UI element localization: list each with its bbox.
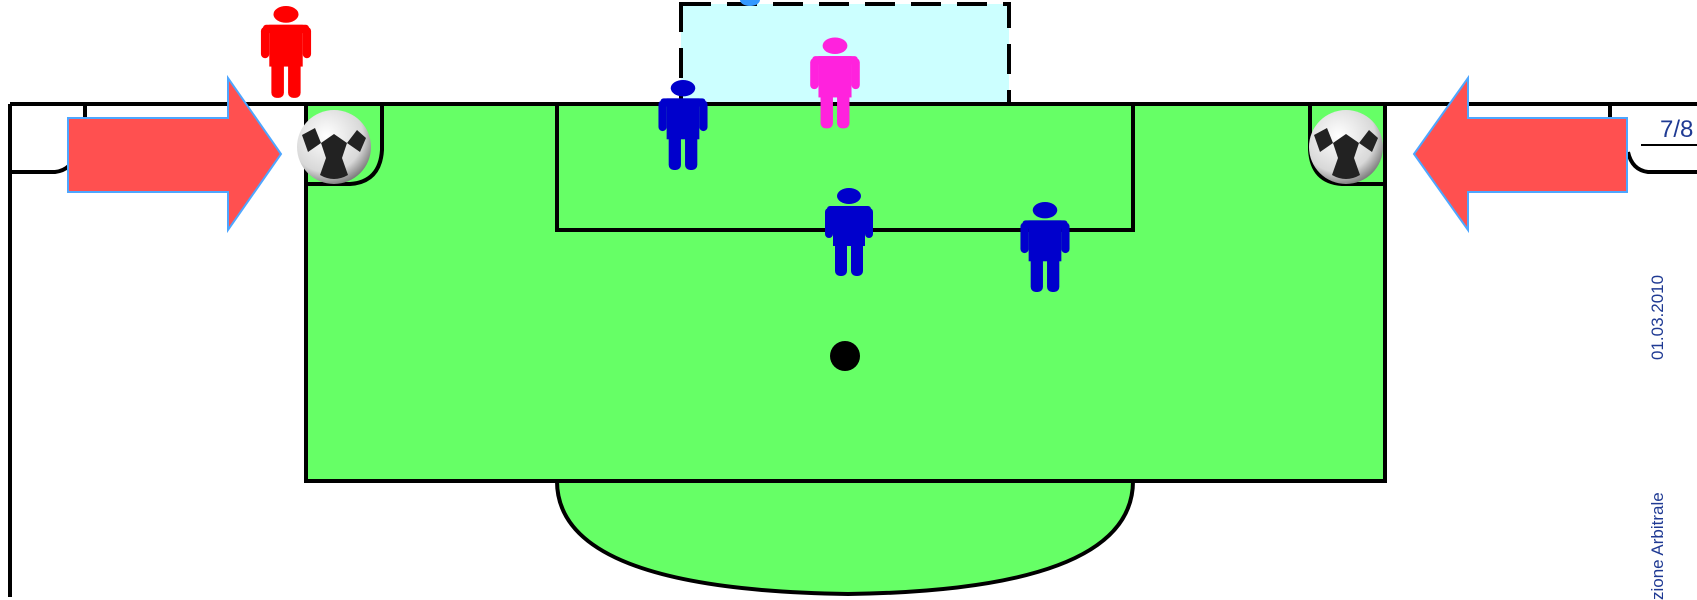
penalty-arc <box>557 481 1133 594</box>
footer-title: zione Arbitrale <box>1648 492 1668 600</box>
arrow-right-icon <box>68 78 281 230</box>
footer-date: 01.03.2010 <box>1648 275 1668 360</box>
soccer-ball-icon <box>1309 110 1383 184</box>
soccer-ball-icon <box>297 110 371 184</box>
attacker-player-icon <box>261 6 311 98</box>
penalty-spot <box>830 341 860 371</box>
penalty-area <box>306 104 1385 481</box>
page-number: 7/8 <box>1660 116 1693 144</box>
arrow-left-icon <box>1414 78 1627 230</box>
